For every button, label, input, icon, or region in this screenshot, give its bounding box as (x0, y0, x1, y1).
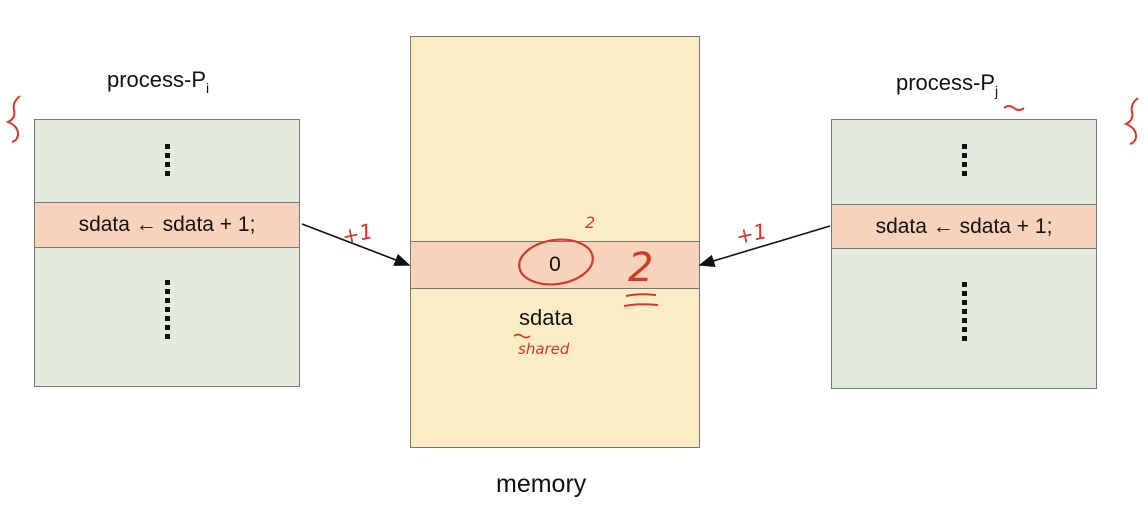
process-j-subscript: j (995, 83, 999, 99)
memory-cell-label: sdata (519, 305, 573, 330)
memory-cell-row: 0 (411, 241, 699, 289)
superscript-mark: 2 (585, 213, 596, 232)
shared-squiggle-mark (513, 333, 531, 339)
right-brace-mark (1123, 97, 1139, 145)
shared-note: shared (518, 340, 570, 358)
value-circle-mark (518, 238, 594, 286)
arrow-pj-to-memory (698, 225, 831, 267)
memory-box: 0 sdata (410, 36, 700, 448)
process-i-statement-row: sdata ← sdata + 1; (35, 202, 299, 248)
process-j-bottom-ellipsis (962, 282, 967, 345)
process-i-subscript: i (206, 80, 210, 96)
result-value: 2 (628, 245, 654, 291)
process-j-title: process-Pj (896, 70, 999, 99)
memory-label: memory (496, 470, 587, 498)
process-j-statement: sdata ← sdata + 1; (875, 214, 1053, 238)
memory-cell-value: 0 (549, 253, 561, 276)
left-brace-mark (5, 95, 21, 143)
process-j-title-text: process-P (896, 70, 996, 95)
process-i-bottom-ellipsis (165, 280, 170, 343)
process-i-title: process-Pi (107, 67, 210, 96)
process-i-top-ellipsis (165, 144, 170, 180)
process-i-statement: sdata ← sdata + 1; (78, 213, 256, 236)
arrow-pi-to-memory (301, 223, 411, 266)
result-underline-mark (623, 293, 659, 307)
process-i-title-text: process-P (107, 67, 207, 92)
subscript-squiggle-mark (1003, 105, 1025, 111)
process-j-top-ellipsis (962, 144, 967, 180)
process-j-box: sdata ← sdata + 1; (831, 119, 1097, 389)
process-j-statement-row: sdata ← sdata + 1; (832, 204, 1096, 249)
process-i-box: sdata ← sdata + 1; (34, 119, 300, 387)
